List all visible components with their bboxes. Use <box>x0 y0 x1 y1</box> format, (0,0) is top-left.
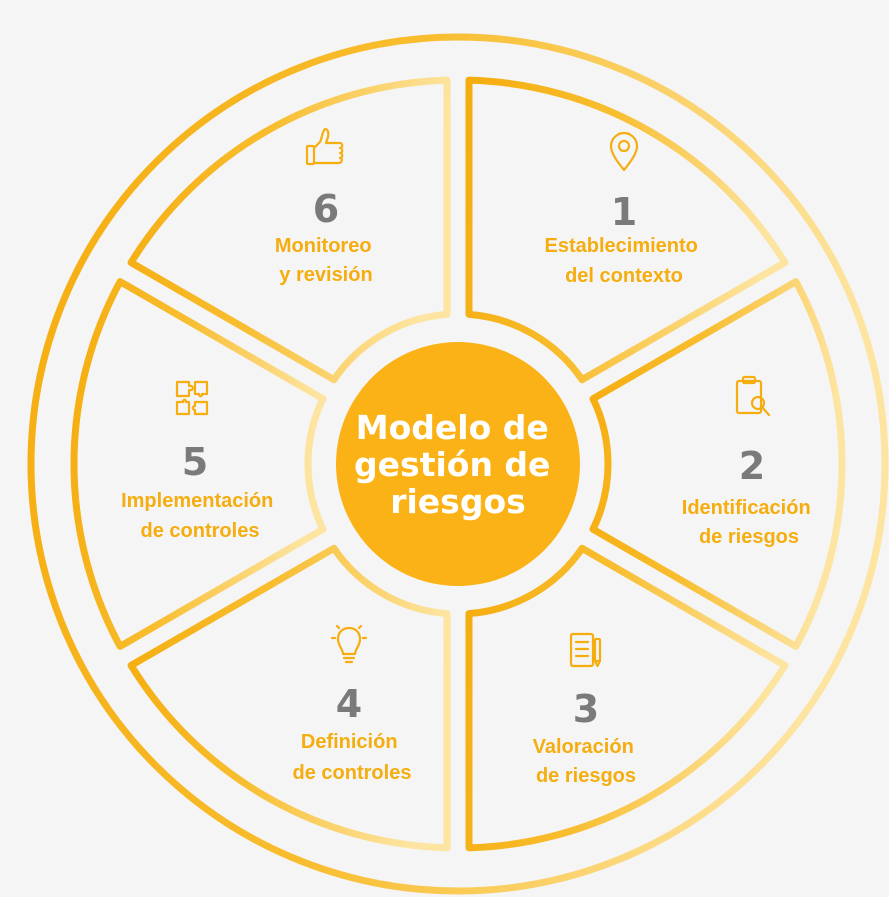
step-5-label-line-2: de controles <box>141 520 260 542</box>
location-pin-icon <box>609 131 639 172</box>
step-1-number: 1 <box>611 190 637 234</box>
segment-group <box>70 76 846 852</box>
center-title-line-3: riesgos <box>390 482 526 521</box>
step-3-number: 3 <box>573 687 599 731</box>
step-1-label: Establecimiento del contexto <box>545 235 704 287</box>
step-3: 3 Valoración de riesgos <box>533 632 640 787</box>
step-1-label-line-1: Establecimiento <box>545 235 698 257</box>
step-6: 6 Monitoreo y revisión <box>275 127 377 286</box>
segment-1 <box>465 76 789 384</box>
step-1: 1 Establecimiento del contexto <box>545 131 704 287</box>
step-2: 2 Identificación de riesgos <box>682 375 816 548</box>
step-5-label-line-1: Implementación <box>121 490 273 512</box>
step-2-number: 2 <box>739 444 765 488</box>
segment-6 <box>127 76 451 384</box>
center-title: Modelo de gestión de riesgos <box>354 408 562 521</box>
step-4-label: Definición de controles <box>293 731 412 784</box>
step-4-label-line-2: de controles <box>293 762 412 784</box>
step-5: 5 Implementación de controles <box>121 380 279 542</box>
step-4: 4 Definición de controles <box>293 624 412 784</box>
outer-ring <box>27 33 889 895</box>
segment-3 <box>465 544 789 852</box>
step-5-label: Implementación de controles <box>121 490 279 542</box>
step-6-label-line-2: y revisión <box>279 264 372 286</box>
clipboard-search-icon <box>735 375 771 417</box>
lightbulb-icon <box>330 624 368 664</box>
step-6-label: Monitoreo y revisión <box>275 235 377 286</box>
step-4-number: 4 <box>336 682 362 726</box>
step-3-label: Valoración de riesgos <box>533 736 640 787</box>
step-4-label-line-1: Definición <box>301 731 398 753</box>
thumbs-up-icon <box>305 127 344 166</box>
center-title-line-2: gestión de <box>354 445 550 484</box>
segment-4 <box>127 544 451 852</box>
checklist-document-icon <box>569 632 602 668</box>
step-2-label: Identificación de riesgos <box>682 497 816 548</box>
step-5-number: 5 <box>182 440 208 484</box>
step-6-number: 6 <box>313 187 339 231</box>
step-6-label-line-1: Monitoreo <box>275 235 372 257</box>
puzzle-pieces-icon <box>175 380 209 416</box>
center-circle <box>336 342 580 586</box>
segment-2 <box>589 278 846 650</box>
step-2-label-line-1: Identificación <box>682 497 811 519</box>
center-title-line-1: Modelo de <box>356 408 549 447</box>
step-3-label-line-2: de riesgos <box>536 765 636 787</box>
step-3-label-line-1: Valoración <box>533 736 634 758</box>
step-1-label-line-2: del contexto <box>565 265 683 287</box>
segment-5 <box>70 278 327 650</box>
step-2-label-line-2: de riesgos <box>699 526 799 548</box>
